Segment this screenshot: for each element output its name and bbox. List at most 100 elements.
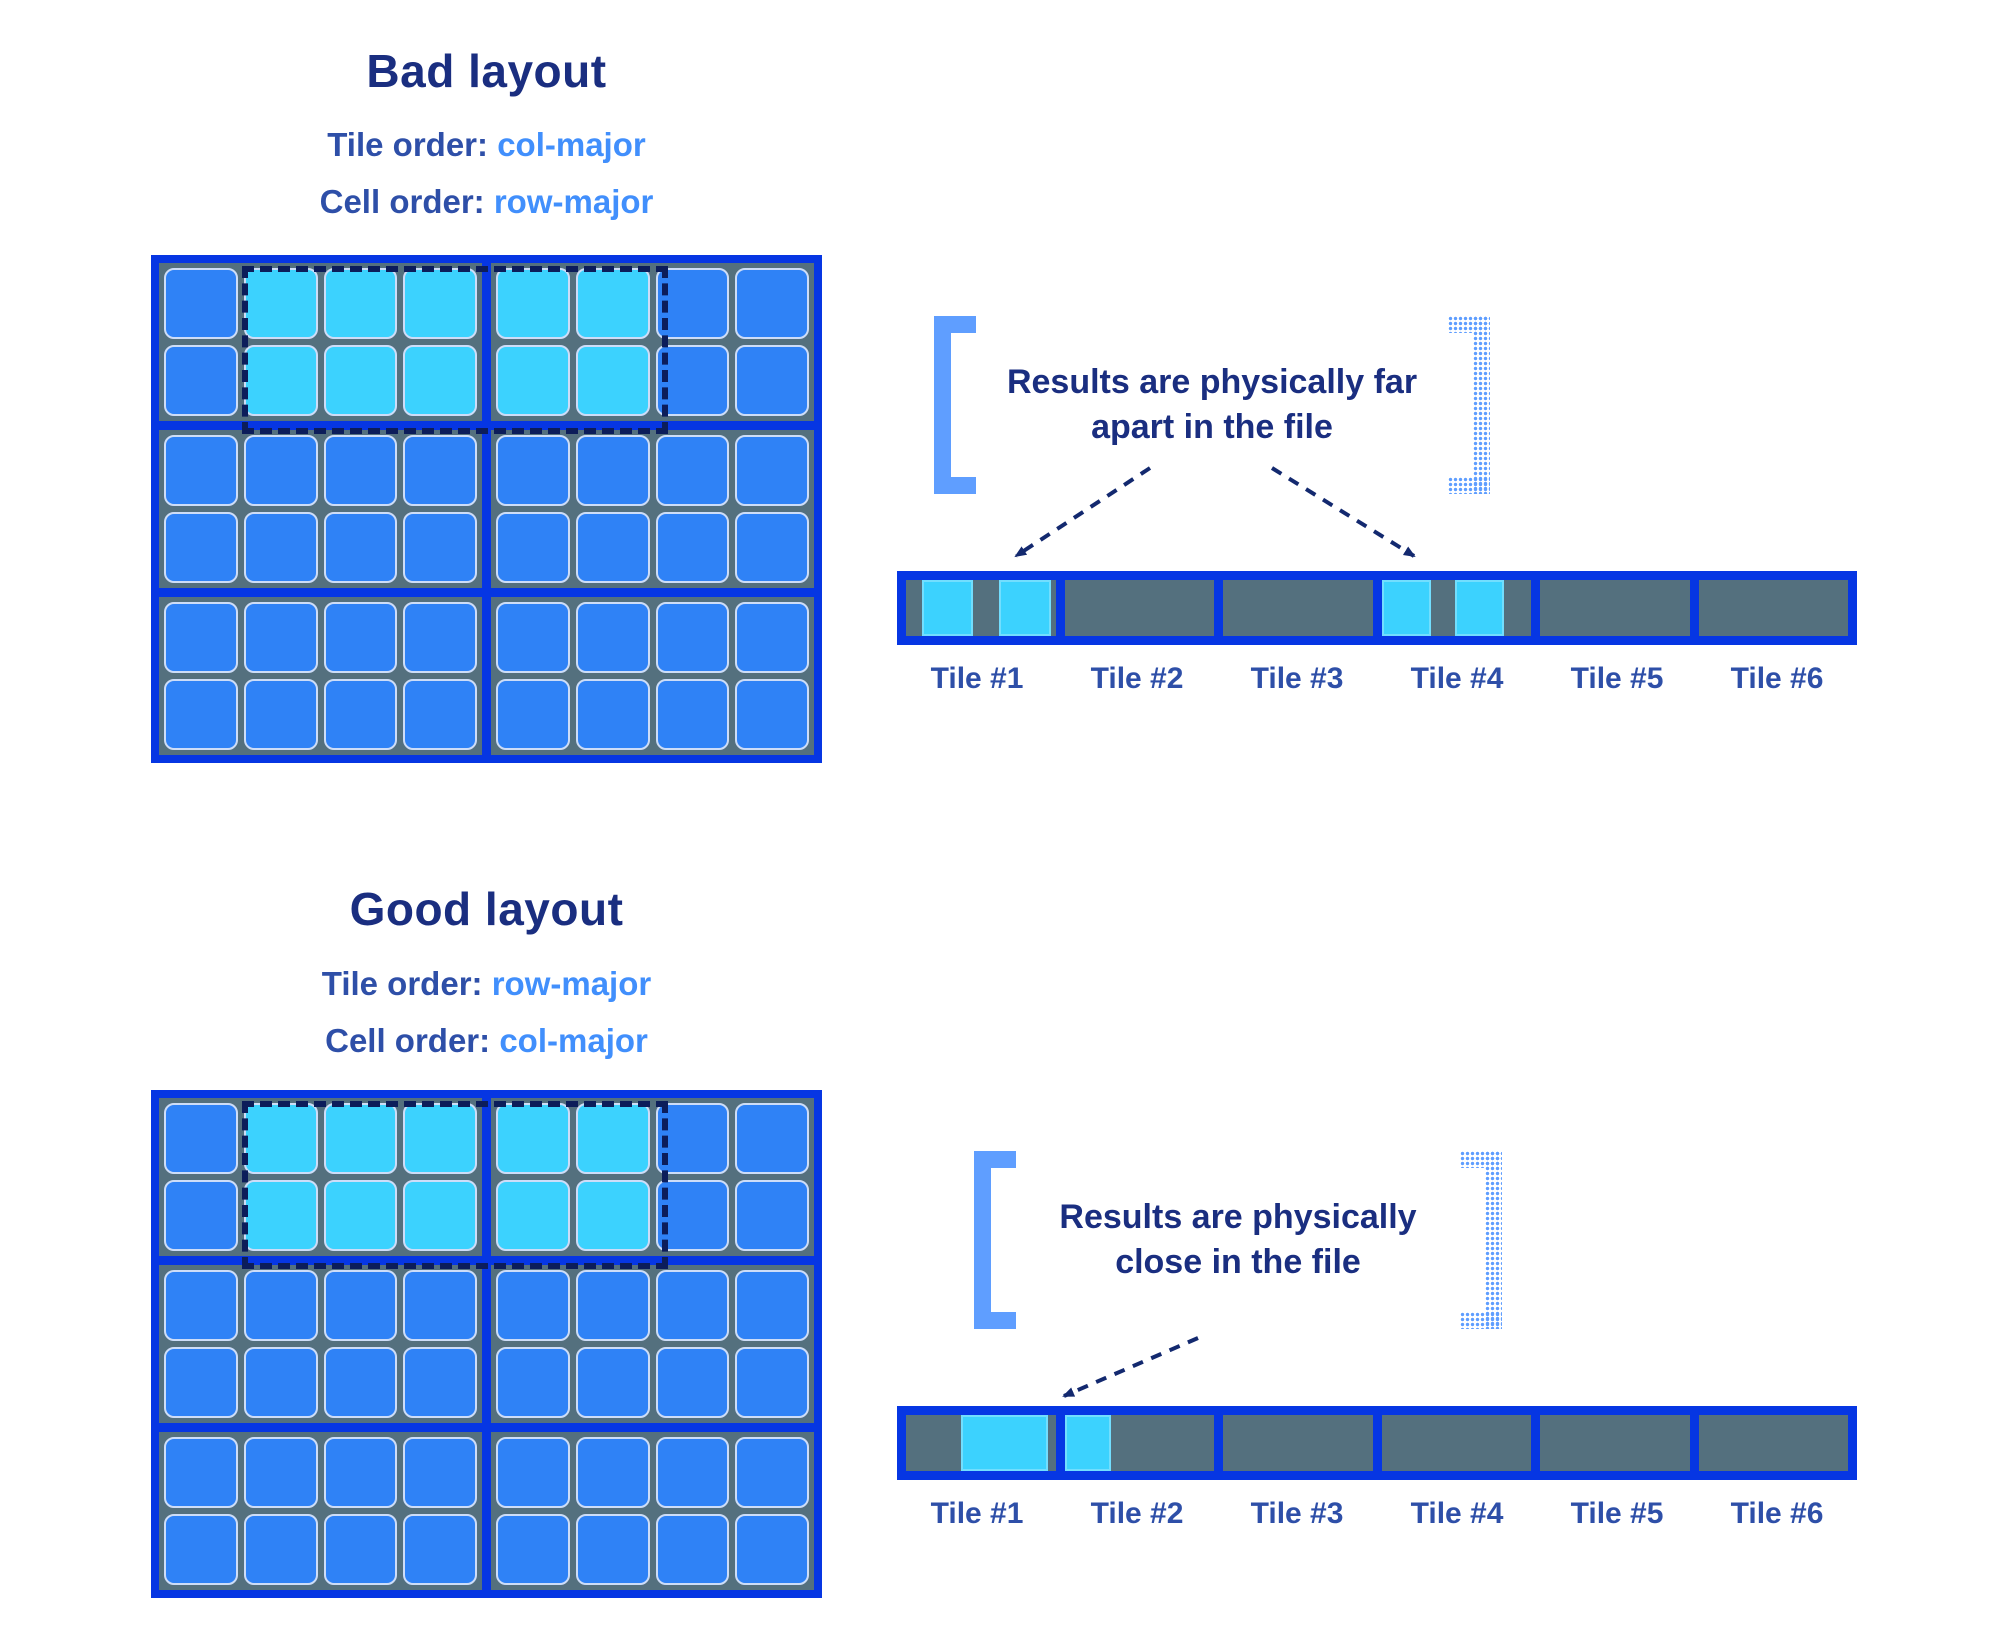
- grid-cell: [575, 435, 650, 506]
- file-strip-bad: [897, 571, 1857, 645]
- note-bad: Results are physically far apart in the …: [934, 316, 1490, 494]
- good-title-wrap: Good layout: [151, 882, 822, 936]
- good-section-title: Good layout: [349, 883, 624, 935]
- grid-cell: [655, 602, 730, 673]
- grid-cell: [655, 1514, 730, 1585]
- strip-selected-block: [998, 580, 1051, 636]
- strip-selected-block: [1454, 580, 1505, 636]
- grid-cell: [655, 435, 730, 506]
- grid-cell-selected: [403, 1103, 477, 1174]
- grid-cell: [164, 1347, 238, 1418]
- grid-cell-selected: [575, 1103, 650, 1174]
- grid-cell: [243, 1514, 318, 1585]
- grid-cell: [735, 268, 809, 339]
- grid-cell-selected: [243, 1103, 318, 1174]
- grid-cell: [164, 435, 238, 506]
- grid-cell: [496, 1347, 570, 1418]
- strip-gap-block: [1699, 1415, 1849, 1471]
- grid-cell: [403, 435, 477, 506]
- bracket-bar: [1473, 316, 1490, 494]
- grid-cell: [164, 1270, 238, 1341]
- grid-cell: [575, 1347, 650, 1418]
- strip-selected-block: [1064, 1415, 1111, 1471]
- strip-tile-segment: [1214, 1415, 1373, 1471]
- strip-tile-segment: [1531, 580, 1690, 636]
- note-bad-text: Results are physically far apart in the …: [976, 360, 1448, 450]
- grid-cell: [164, 1514, 238, 1585]
- grid-cell: [655, 1347, 730, 1418]
- bad-cell-order-line: Cell order: row-major: [151, 183, 822, 221]
- grid-cell: [403, 1270, 477, 1341]
- grid-cell: [735, 345, 809, 416]
- grid-cell: [735, 435, 809, 506]
- bracket-bar: [1485, 1151, 1502, 1329]
- grid-cell-selected: [496, 268, 570, 339]
- strip-tile-label: Tile #2: [1090, 662, 1184, 695]
- bad-tile-order-line: Tile order: col-major: [151, 126, 822, 164]
- strip-gap-block: [1699, 580, 1849, 636]
- tile: [159, 430, 482, 588]
- strip-tile-segment: [1055, 1415, 1215, 1471]
- grid-cell: [243, 1270, 318, 1341]
- grid-cell: [323, 679, 398, 750]
- tile-row: [159, 1423, 814, 1590]
- tile: [159, 1098, 482, 1256]
- grid-cell: [164, 1180, 238, 1251]
- strip-selected-block: [922, 580, 974, 636]
- strip-tile-segment: [1372, 1415, 1532, 1471]
- strip-tile-label: Tile #3: [1250, 1497, 1344, 1530]
- grid-cell: [323, 1270, 398, 1341]
- grid-cell: [164, 1103, 238, 1174]
- bracket-bar: [974, 1151, 991, 1329]
- close-bracket-icon: [1460, 1151, 1502, 1329]
- tile: [482, 1265, 814, 1423]
- cell-order-label: Cell order:: [319, 183, 485, 220]
- tile: [482, 1432, 814, 1590]
- strip-tile-label: Tile #6: [1730, 1497, 1824, 1530]
- strip-gap-block: [1540, 580, 1690, 636]
- tile-order-value: row-major: [491, 965, 652, 1002]
- strip-tile-segment: [1372, 580, 1532, 636]
- grid-cell: [403, 1437, 477, 1508]
- grid-cell-selected: [323, 268, 398, 339]
- grid-cell: [403, 602, 477, 673]
- grid-cell: [575, 1514, 650, 1585]
- grid-cell: [735, 1103, 809, 1174]
- tile-row: [159, 421, 814, 588]
- tile: [482, 263, 814, 421]
- grid-cell: [496, 512, 570, 583]
- bracket-arm: [1448, 316, 1490, 333]
- grid-cell: [655, 1103, 730, 1174]
- grid-cell: [496, 679, 570, 750]
- grid-cell: [655, 1180, 730, 1251]
- bracket-arm: [1460, 1151, 1502, 1168]
- strip-tile-segment: [906, 580, 1056, 636]
- tile-order-label: Tile order:: [327, 126, 489, 163]
- bracket-arm: [1460, 1312, 1502, 1329]
- grid-cell: [243, 1437, 318, 1508]
- grid-cell: [243, 435, 318, 506]
- grid-cell: [735, 1437, 809, 1508]
- strip-tile-segment: [1689, 580, 1849, 636]
- grid-cell: [164, 345, 238, 416]
- grid-cell: [164, 1437, 238, 1508]
- grid-cell: [403, 1347, 477, 1418]
- grid-cell: [323, 1437, 398, 1508]
- strip-tile-label: Tile #1: [930, 662, 1024, 695]
- cell-order-label: Cell order:: [325, 1022, 491, 1059]
- strip-tile-segment: [1689, 1415, 1849, 1471]
- grid-cell: [655, 679, 730, 750]
- note-line: Results are physically: [1059, 1198, 1417, 1237]
- grid-cell: [243, 679, 318, 750]
- grid-cell-selected: [403, 268, 477, 339]
- strip-gap-block: [973, 580, 998, 636]
- grid-cell-selected: [243, 268, 318, 339]
- open-bracket-icon: [934, 316, 976, 494]
- grid-cell: [655, 345, 730, 416]
- strip-gap-block: [1223, 580, 1373, 636]
- grid-cell: [164, 512, 238, 583]
- grid-cell: [735, 512, 809, 583]
